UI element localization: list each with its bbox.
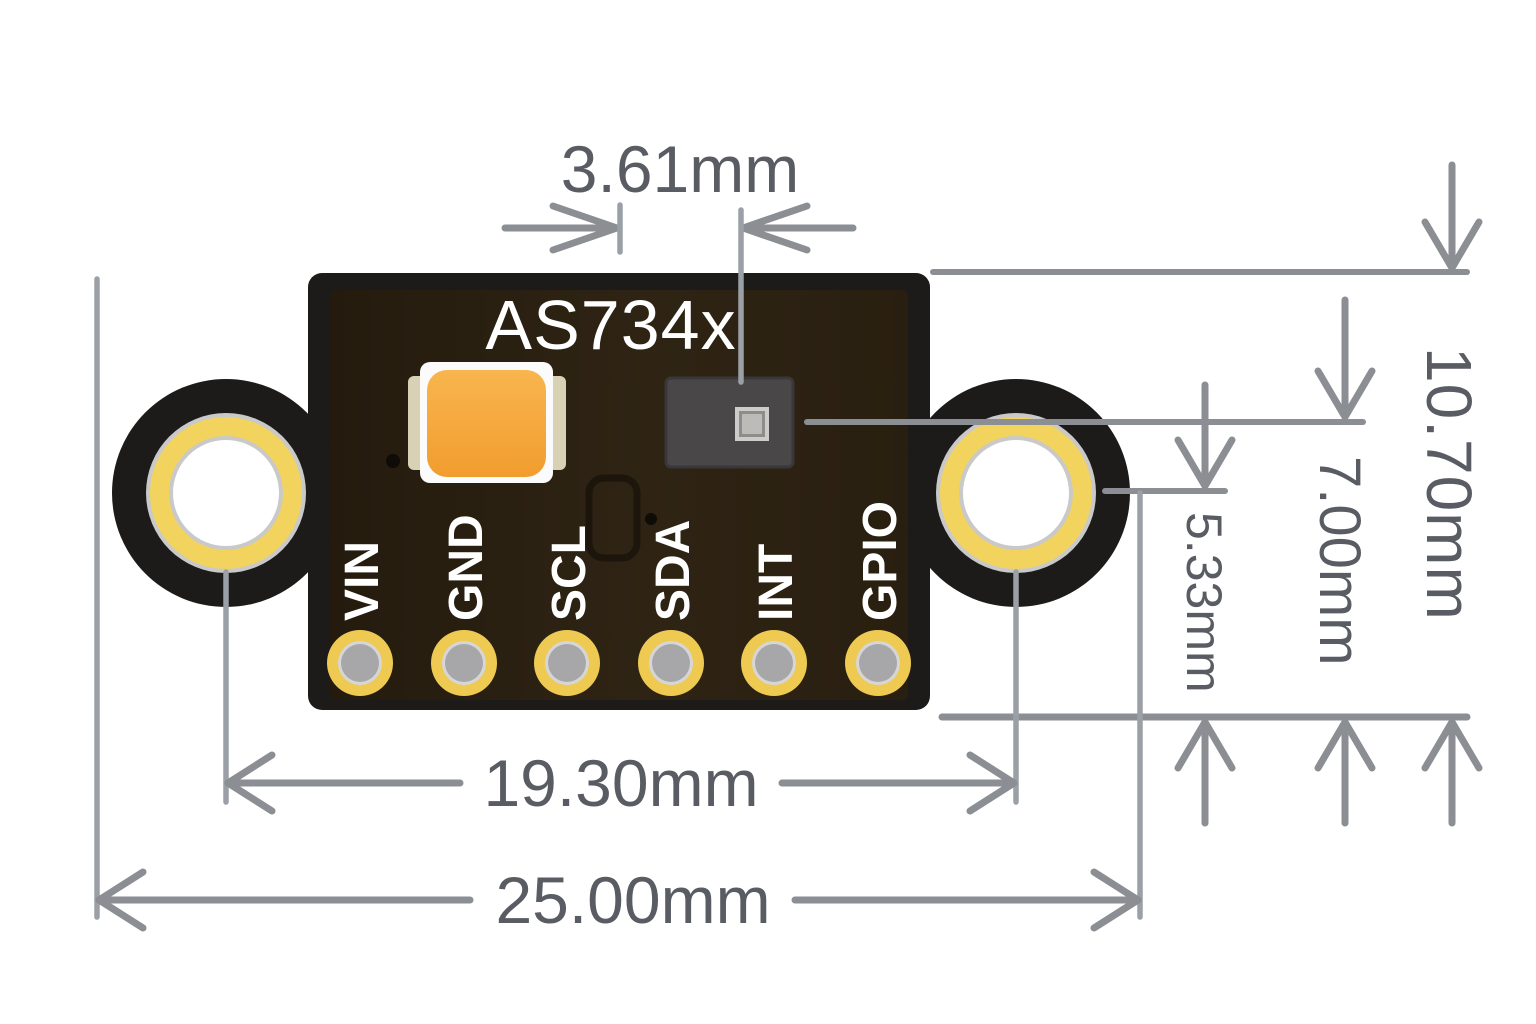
arrowhead-left xyxy=(224,751,276,815)
pin-label-gpio: GPIO xyxy=(854,501,907,621)
arrowhead-down xyxy=(1174,436,1236,490)
solder-pads xyxy=(327,630,911,696)
dim-label-3-61: 3.61mm xyxy=(561,132,799,206)
pin-labels: VIN GND SCL SDA INT GPIO xyxy=(336,501,907,621)
dim-label-19-30: 19.30mm xyxy=(483,746,758,820)
dimension-hole-center-height: 5.33mm xyxy=(1102,381,1236,827)
dimension-board-width: 25.00mm xyxy=(94,276,1143,937)
component-outline xyxy=(585,474,641,562)
led-emitter xyxy=(427,370,546,477)
pad-vin xyxy=(327,630,393,696)
pin-label-scl: SCL xyxy=(543,525,596,621)
pad-sda xyxy=(638,630,704,696)
dim-label-10-70: 10.70mm xyxy=(1413,347,1485,621)
pad-gnd xyxy=(431,630,497,696)
dimension-board-height: 10.70mm xyxy=(1413,161,1485,827)
chip-label: AS734x xyxy=(485,286,736,364)
fiducial-dot-right xyxy=(645,513,657,525)
dimension-sensor-offset: 3.61mm xyxy=(501,132,857,385)
arrowhead-up xyxy=(1314,718,1376,772)
arrowhead-up xyxy=(1421,718,1483,772)
fiducial-dot-left xyxy=(386,454,400,468)
mounting-hole-right xyxy=(936,413,1096,573)
mounting-hole-left xyxy=(146,413,306,573)
dim-label-25-00: 25.00mm xyxy=(495,863,770,937)
arrowhead-right xyxy=(549,202,621,254)
arrowhead-down xyxy=(1314,367,1376,421)
dimension-hole-pitch: 19.30mm xyxy=(223,569,1019,820)
pin-label-vin: VIN xyxy=(336,541,389,621)
pin-label-int: INT xyxy=(750,544,803,621)
pad-gpio xyxy=(845,630,911,696)
dim-label-5-33: 5.33mm xyxy=(1176,512,1232,693)
pad-scl xyxy=(534,630,600,696)
sensor-chip xyxy=(664,376,795,469)
arrowhead-right xyxy=(1090,868,1142,932)
arrowhead-right xyxy=(966,751,1018,815)
sensor-board: AS734x VIN GND SCL SDA INT GPIO xyxy=(112,273,1130,710)
arrowhead-down xyxy=(1421,218,1483,272)
led xyxy=(408,362,566,483)
pin-label-sda: SDA xyxy=(647,520,700,621)
pin-label-gnd: GND xyxy=(440,514,493,621)
dimension-sensor-center-height: 7.00mm xyxy=(804,296,1376,827)
arrowhead-up xyxy=(1174,718,1236,772)
pad-int xyxy=(741,630,807,696)
dim-label-7-00: 7.00mm xyxy=(1307,456,1372,666)
arrowhead-left xyxy=(95,868,147,932)
